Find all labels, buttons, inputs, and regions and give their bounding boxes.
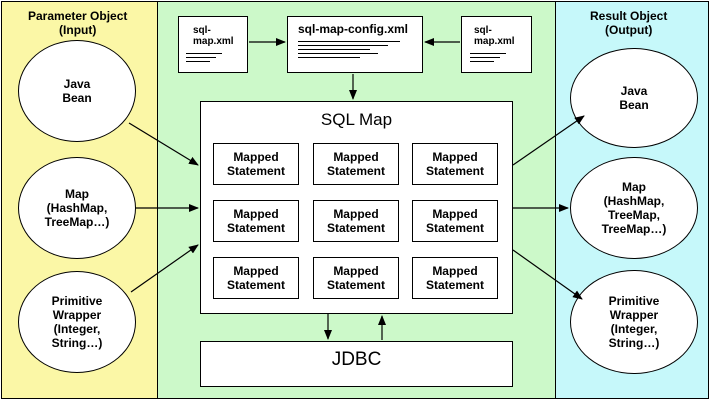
sql-map-xml-left-label: sql- map.xml	[193, 25, 234, 47]
output-java-bean-label: Java Bean	[619, 84, 649, 112]
sql-map-config-xml-file: sql-map-config.xml	[287, 16, 423, 73]
mapped-statement: Mapped Statement	[412, 143, 498, 185]
input-java-bean-ellipse: Java Bean	[18, 40, 136, 142]
jdbc-box: JDBC	[200, 341, 513, 387]
input-primitive-wrapper-ellipse: Primitive Wrapper (Integer, String…)	[18, 271, 136, 373]
output-primitive-wrapper-label: Primitive Wrapper (Integer, String…)	[608, 294, 660, 350]
output-java-bean-ellipse: Java Bean	[570, 48, 698, 148]
mapped-statement: Mapped Statement	[313, 143, 399, 185]
sql-map-xml-right-file: sql- map.xml	[461, 16, 532, 73]
arrow-output-primitive	[512, 249, 583, 300]
mapped-statement: Mapped Statement	[213, 143, 299, 185]
mapped-statement: Mapped Statement	[313, 257, 399, 299]
result-object-title-text: Result Object	[590, 9, 668, 23]
mapped-statement: Mapped Statement	[213, 200, 299, 242]
result-object-subtitle: (Output)	[605, 23, 653, 37]
file-content-lines	[470, 53, 506, 65]
parameter-object-title: Parameter Object (Input)	[28, 9, 127, 37]
file-content-lines	[298, 41, 400, 61]
file-content-lines	[186, 53, 222, 65]
arrow-input-bean	[128, 122, 199, 166]
mapped-statement: Mapped Statement	[313, 200, 399, 242]
parameter-object-title-text: Parameter Object	[28, 9, 128, 23]
mapped-statement: Mapped Statement	[412, 200, 498, 242]
output-primitive-wrapper-ellipse: Primitive Wrapper (Integer, String…)	[570, 270, 698, 374]
arrow-input-primitive	[130, 244, 199, 293]
result-object-title: Result Object (Output)	[590, 9, 667, 37]
input-java-bean-label: Java Bean	[62, 77, 92, 105]
jdbc-label: JDBC	[331, 349, 382, 370]
input-map-ellipse: Map (HashMap, TreeMap…)	[18, 157, 136, 259]
input-map-label: Map (HashMap, TreeMap…)	[44, 187, 110, 229]
sql-map-xml-left-file: sql- map.xml	[178, 16, 248, 73]
mapped-statement: Mapped Statement	[412, 257, 498, 299]
parameter-object-subtitle: (Input)	[59, 23, 97, 37]
sql-map-xml-right-label: sql- map.xml	[474, 25, 515, 47]
sql-map-config-xml-label: sql-map-config.xml	[298, 22, 409, 36]
mapped-statement: Mapped Statement	[213, 257, 299, 299]
output-map-label: Map (HashMap, TreeMap, TreeMap…)	[601, 180, 667, 236]
sql-map-title: SQL Map	[320, 110, 393, 129]
output-map-ellipse: Map (HashMap, TreeMap, TreeMap…)	[570, 157, 698, 259]
arrow-output-bean	[512, 115, 585, 166]
input-primitive-wrapper-label: Primitive Wrapper (Integer, String…)	[51, 294, 103, 350]
